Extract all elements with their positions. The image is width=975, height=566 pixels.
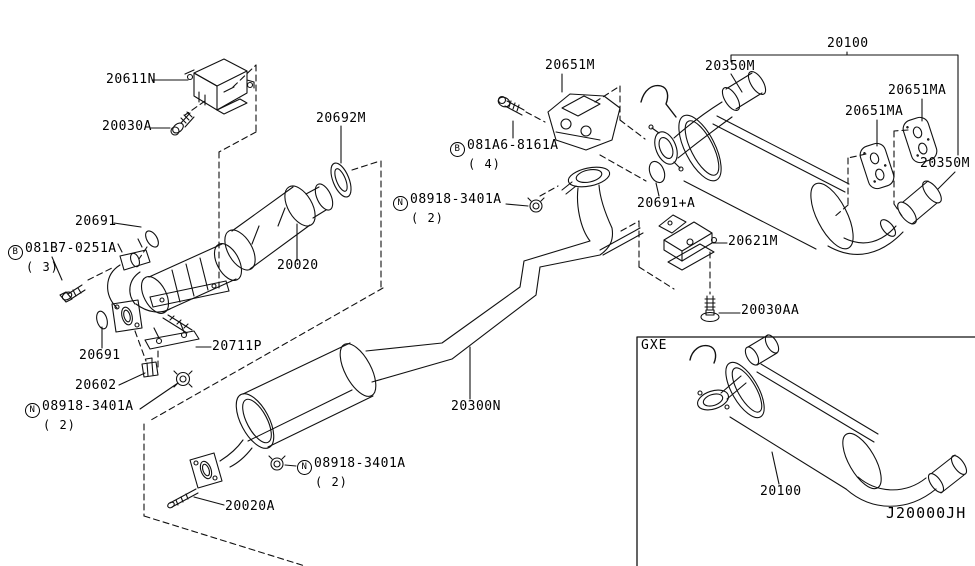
bolt-spec-badge: B bbox=[8, 245, 23, 260]
leader-lines bbox=[51, 51, 959, 506]
part-label-20100-main[interactable]: 20100 bbox=[827, 36, 869, 51]
nut-spec-badge: N bbox=[393, 196, 408, 211]
stud-bolt-20020a bbox=[167, 488, 199, 509]
part-label-20692m[interactable]: 20692M bbox=[316, 111, 366, 126]
front-pipe-catalyst-20020 bbox=[107, 183, 334, 334]
center-muffler-outlet-flange bbox=[189, 452, 223, 489]
hanger-insulator-20651ma-outer bbox=[902, 116, 938, 164]
gxe-muffler-20100 bbox=[689, 334, 968, 507]
gasket-20692m bbox=[330, 162, 352, 198]
bolt-081a6 bbox=[497, 95, 525, 116]
part-label-20651ma-inner[interactable]: 20651MA bbox=[845, 104, 904, 119]
nut-08918-left bbox=[173, 370, 193, 388]
gxe-variant-label: GXE bbox=[641, 338, 668, 353]
bracket-20711p bbox=[144, 321, 200, 350]
part-label-20350m-front[interactable]: 20350M bbox=[705, 59, 755, 74]
gxe-variant-box bbox=[636, 336, 975, 566]
gasket-20691-bottom bbox=[96, 310, 108, 330]
oxygen-sensor-081b7 bbox=[59, 284, 86, 303]
part-label-20020[interactable]: 20020 bbox=[277, 258, 319, 273]
part-label-20602[interactable]: 20602 bbox=[75, 378, 117, 393]
part-label-20020a[interactable]: 20020A bbox=[225, 499, 275, 514]
part-label-20621m[interactable]: 20621M bbox=[728, 234, 778, 249]
center-muffler bbox=[219, 342, 377, 468]
center-pipe-20300n bbox=[365, 166, 644, 383]
quantity-note: ( 3) bbox=[26, 260, 59, 274]
rear-muffler-assembly bbox=[640, 84, 904, 255]
nut-08918-mid bbox=[527, 197, 545, 213]
part-label-20611n[interactable]: 20611N bbox=[106, 72, 156, 87]
part-label-20691-bottom[interactable]: 20691 bbox=[79, 348, 121, 363]
tail-tip-20350m-front bbox=[721, 70, 767, 112]
part-label-20691-top[interactable]: 20691 bbox=[75, 214, 117, 229]
bolt-20030a bbox=[170, 111, 195, 136]
bolt-spec-badge: B bbox=[450, 142, 465, 157]
quantity-note: ( 2) bbox=[43, 418, 76, 432]
part-label-20350m-rear[interactable]: 20350M bbox=[920, 156, 970, 171]
drawing-code: J20000JH bbox=[886, 504, 967, 522]
quantity-note: ( 4) bbox=[468, 157, 501, 171]
part-label-20300n[interactable]: 20300N bbox=[451, 399, 501, 414]
clip-20602 bbox=[141, 357, 159, 378]
quantity-note: ( 2) bbox=[315, 475, 348, 489]
bracket-20621m bbox=[658, 214, 718, 271]
part-label-20691-a[interactable]: 20691+A bbox=[637, 196, 696, 211]
part-label-20100-gxe[interactable]: 20100 bbox=[760, 484, 802, 499]
part-label-20651m[interactable]: 20651M bbox=[545, 58, 595, 73]
gasket-20691-top bbox=[145, 230, 159, 248]
hanger-insulator-20651ma-inner bbox=[859, 142, 895, 190]
part-label-20651ma-outer[interactable]: 20651MA bbox=[888, 83, 947, 98]
part-label-20030a[interactable]: 20030A bbox=[102, 119, 152, 134]
mount-bracket-20651m bbox=[547, 93, 621, 151]
control-module-20611n bbox=[184, 58, 255, 115]
nut-spec-badge: N bbox=[297, 460, 312, 475]
part-label-20030aa[interactable]: 20030AA bbox=[741, 303, 800, 318]
quantity-note: ( 2) bbox=[411, 211, 444, 225]
nut-spec-badge: N bbox=[25, 403, 40, 418]
bolt-20030aa bbox=[700, 295, 720, 323]
part-label-20711p[interactable]: 20711P bbox=[212, 339, 262, 354]
nut-08918-bottom bbox=[268, 455, 286, 471]
dashed-lines bbox=[87, 64, 909, 566]
tail-tip-20350m-rear bbox=[897, 180, 942, 225]
